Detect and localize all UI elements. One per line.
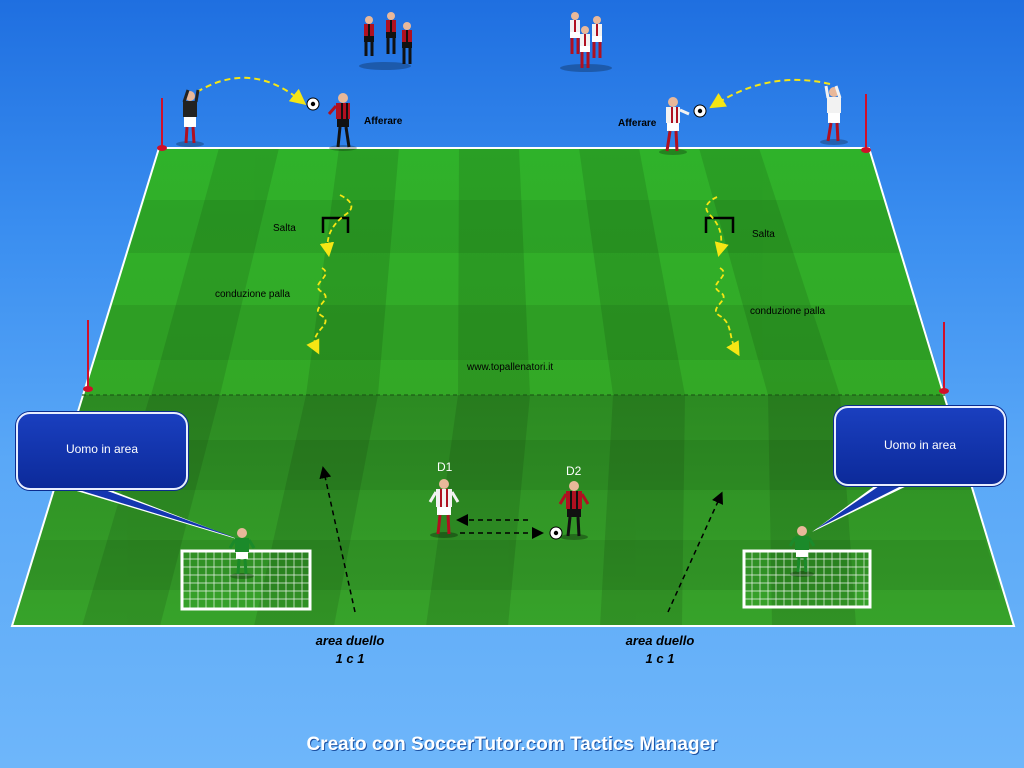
hurdle-left [321,216,350,233]
player-d2 [558,481,590,540]
label-afferare-left: Afferare [364,116,403,127]
label-conduzione-right: conduzione palla [750,306,826,317]
duel-area-title: area duello [625,633,695,648]
goalkeeper-left [228,528,256,579]
goalkeeper-right [788,526,816,577]
hurdle-right [704,216,735,233]
catcher-right [659,97,690,155]
duel-area-title: area duello [315,633,385,648]
pitch-lower-zone [12,395,1014,626]
footer-credit: Creato con SoccerTutor.com Tactics Manag… [306,734,718,755]
ball-icon [693,104,707,118]
website-label: www.topallenatori.it [467,362,554,373]
run-arrow-left [319,466,356,613]
catcher-left [327,93,357,151]
ball-icon [549,526,563,540]
bubble-pointers [60,482,915,540]
pitch [10,147,1016,627]
label-d1: D1 [437,460,453,474]
duel-area-left: area duello 1 c 1 [300,632,400,668]
player-d1 [428,479,460,538]
callout-text: Uomo in area [65,442,139,456]
callout-uomo-in-area-right: Uomo in area [834,406,1006,486]
thrower-left [176,89,204,147]
duel-area-right: area duello 1 c 1 [610,632,710,668]
ball-icon [306,97,320,111]
label-d2: D2 [566,464,582,478]
label-salta-right: Salta [752,229,775,240]
dribble-arrow-right [715,267,740,357]
waiting-group-left [359,12,412,70]
dribble-arrow-left [306,267,327,355]
players [176,12,848,579]
duel-area-format: 1 c 1 [335,651,365,666]
waiting-group-right [560,12,612,72]
callout-uomo-in-area-left: Uomo in area [16,412,188,490]
callout-text: Uomo in area [883,438,957,452]
poles [83,94,949,394]
label-afferare-right: Afferare [618,118,657,129]
thrower-right [820,85,848,145]
label-salta-left: Salta [273,223,296,234]
balls [306,97,707,540]
throw-arrow-right [709,79,831,109]
label-conduzione-left: conduzione palla [215,289,291,300]
duel-area-format: 1 c 1 [645,651,675,666]
throw-arrow-left [196,76,307,105]
jump-arrow-right [705,196,729,257]
pitch-upper-zone [82,148,945,395]
run-arrow-right [667,491,723,613]
jump-arrow-left [319,194,353,258]
